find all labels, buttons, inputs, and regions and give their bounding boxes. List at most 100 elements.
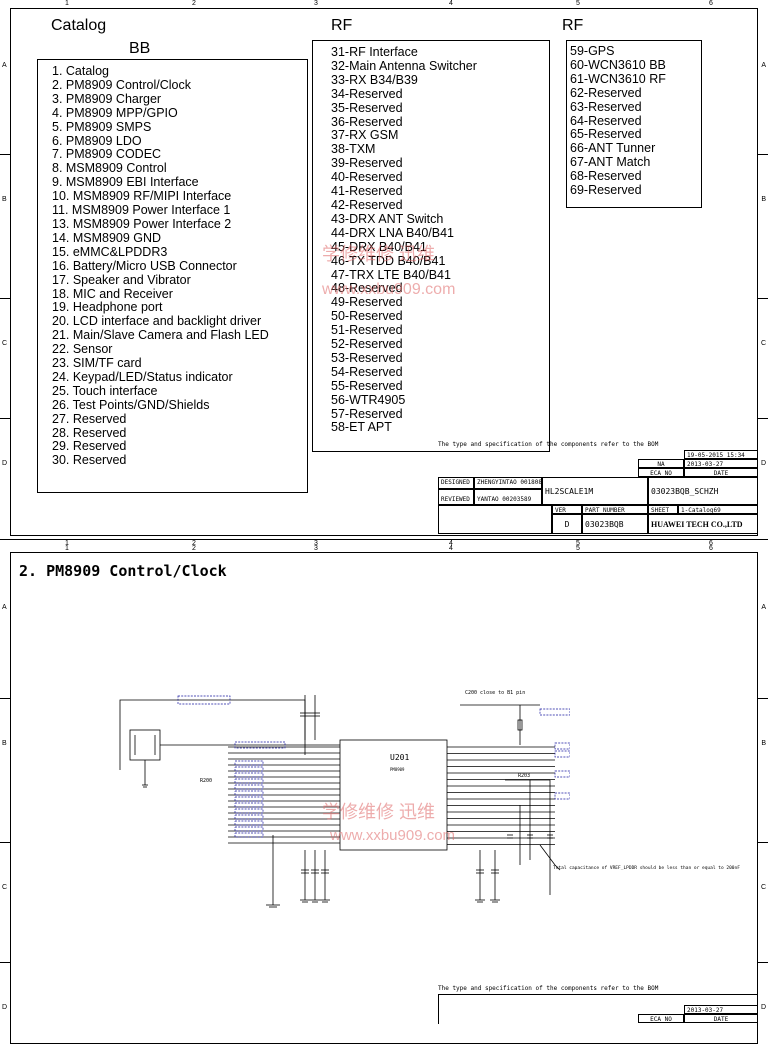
row-letter: C [2, 884, 8, 891]
rf-list-item: 39-Reserved [331, 156, 403, 171]
sheet-divider [0, 539, 768, 540]
rf-list-item: 41-Reserved [331, 184, 403, 199]
row-letter: A [761, 62, 766, 69]
column-number: 3 [314, 0, 318, 7]
column-number: 6 [709, 545, 713, 552]
net-label [234, 796, 264, 802]
bb-heading: BB [129, 40, 151, 57]
net-label [234, 766, 264, 772]
row-divider-tick [758, 962, 768, 963]
row-divider-tick [0, 698, 10, 699]
column-number: 5 [576, 0, 580, 7]
row-letter: B [761, 740, 766, 747]
rf-list-item: 55-Reserved [331, 378, 403, 393]
row-letter: B [761, 196, 766, 203]
rf-list-item: 40-Reserved [331, 170, 403, 185]
row-divider-tick [0, 962, 10, 963]
rf-list-item: 69-Reserved [570, 183, 642, 198]
bb-list-item: 24. Keypad/LED/Status indicator [52, 369, 233, 384]
rf-list-item: 62-Reserved [570, 85, 642, 100]
bb-list-item: 26. Test Points/GND/Shields [52, 397, 210, 412]
tb-eca-label: ECA NO [638, 468, 684, 477]
row-letter: B [2, 740, 7, 747]
pm8909-schematic: U201 PM8909 R200 R203 [119, 695, 570, 908]
drawing-frame [10, 8, 758, 536]
rf-list-item: 47-TRX LTE B40/B41 [331, 267, 451, 282]
bb-list-item: 7. PM8909 CODEC [52, 147, 162, 162]
rf-list-item: 50-Reserved [331, 309, 403, 324]
bb-list-item: 19. Headphone port [52, 300, 163, 315]
bb-list-item: 9. MSM8909 EBI Interface [52, 175, 199, 190]
rf-list-item: 64-Reserved [570, 113, 642, 128]
tb-part-number-label: PART_NUMBER [582, 505, 648, 514]
row-letter: D [2, 460, 8, 467]
bom-note: The type and specification of the compon… [438, 985, 659, 992]
rf-list-item: 49-Reserved [331, 295, 403, 310]
column-number: 4 [449, 545, 453, 552]
rf-list-item: 43-DRX ANT Switch [331, 211, 444, 226]
title-block: 2013-03-27 ECA NO DATE [438, 994, 758, 1024]
row-letter: A [2, 604, 7, 611]
bb-list-item: 30. Reserved [52, 453, 127, 468]
row-letter: B [2, 196, 7, 203]
column-number: 6 [709, 0, 713, 7]
bb-list-item: 23. SIM/TF card [52, 356, 142, 371]
r200-label: R200 [200, 778, 212, 784]
rf-heading-2: RF [562, 17, 584, 34]
column-number: 5 [576, 540, 580, 547]
net-label [234, 802, 264, 808]
rf-list-item: 46-TX TDD B40/B41 [331, 253, 446, 268]
page-title: 2. PM8909 Control/Clock [19, 562, 227, 580]
row-letter: C [760, 884, 766, 891]
u201-ref: U201 [390, 753, 409, 762]
row-divider-tick [0, 298, 10, 299]
tb-date-label: DATE [684, 1014, 758, 1023]
row-divider-tick [758, 698, 768, 699]
row-letter: A [2, 62, 7, 69]
rf-list-item: 33-RX B34/B39 [331, 72, 418, 87]
net-label [234, 826, 264, 832]
bb-list-item: 8. MSM8909 Control [52, 161, 167, 176]
tb-part-number-value: 03023BQB [582, 514, 648, 534]
rf-list-item: 65-Reserved [570, 127, 642, 142]
column-number: 2 [192, 545, 196, 552]
rf-list-item: 51-Reserved [331, 323, 403, 338]
tb-designed-value: ZHENGYINTAO 00180886 [474, 477, 542, 489]
column-number: 5 [576, 545, 580, 552]
rf-list-item: 37-RX GSM [331, 128, 399, 143]
tb-date-value: 2013-03-27 [684, 1005, 758, 1014]
rf-list-item: 59-GPS [570, 44, 615, 58]
net-label [234, 814, 264, 820]
bom-note: The type and specification of the compon… [438, 441, 659, 448]
watermark-cn: 学修维修 迅维 [322, 802, 436, 822]
tb-stamp: 19-05-2015_15:34 [684, 450, 758, 459]
bb-list-item: 27. Reserved [52, 411, 127, 426]
bb-list-item: 14. MSM8909 GND [52, 230, 162, 245]
tb-date-label: DATE [684, 468, 758, 477]
bb-list-item: 18. MIC and Receiver [52, 286, 173, 301]
bb-list-item: 25. Touch interface [52, 383, 158, 398]
net-label [234, 760, 264, 766]
catalog-title: Catalog [51, 17, 107, 34]
row-divider-tick [758, 154, 768, 155]
column-number: 3 [314, 545, 318, 552]
vref-note: Total capacitance of VREF_LPDDR should b… [553, 866, 740, 871]
row-letter: C [2, 340, 8, 347]
rf-list-item: 38-TXM [331, 142, 376, 157]
tb-reviewed-value: YANTAO 00203589 [474, 489, 542, 505]
bb-list-item: 2. PM8909 Control/Clock [52, 77, 191, 92]
column-number: 1 [65, 0, 69, 7]
net-label [234, 808, 264, 814]
rf-list-item: 42-Reserved [331, 197, 403, 212]
bb-list-item: 1. Catalog [52, 64, 109, 78]
bb-list-item: 13. MSM8909 Power Interface 2 [52, 216, 232, 231]
row-letter: A [761, 604, 766, 611]
c200-note: C200 close to B1 pin [465, 690, 526, 696]
tb-date-value: 2013-03-27 [684, 459, 758, 468]
tb-ver-value: D [552, 514, 582, 534]
bb-list-item: 3. PM8909 Charger [52, 91, 162, 106]
